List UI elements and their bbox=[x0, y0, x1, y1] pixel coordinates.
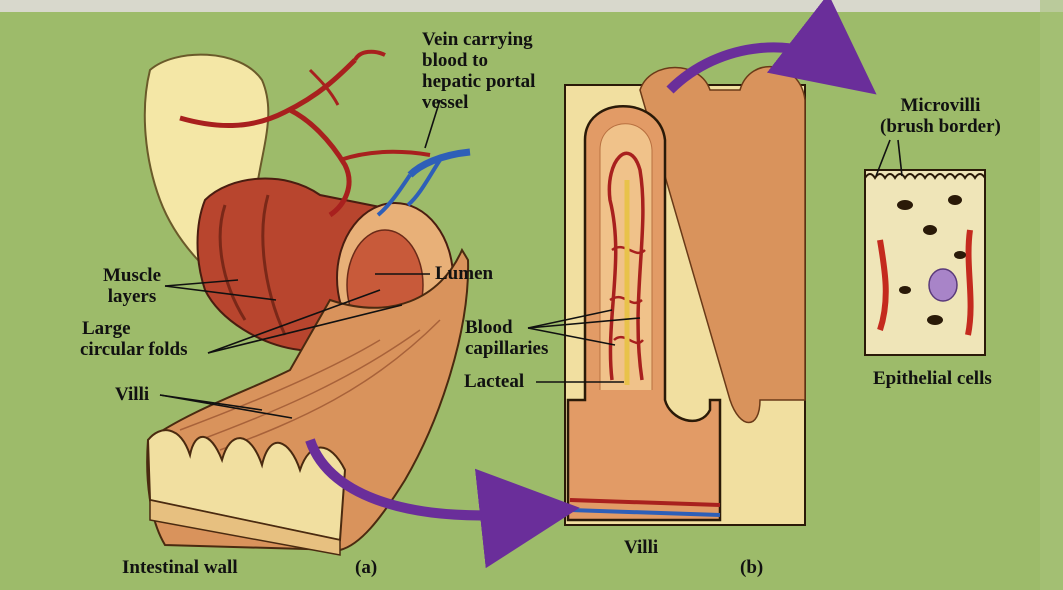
right-margin bbox=[1040, 0, 1063, 590]
large-circular-folds-label: Large circular folds bbox=[82, 318, 188, 360]
folds-label-line: Large bbox=[82, 318, 188, 339]
lumen-label: Lumen bbox=[435, 263, 493, 284]
villi-label-b: Villi bbox=[624, 537, 658, 558]
microvilli-label-line: Microvilli bbox=[880, 95, 1001, 116]
villus-block bbox=[565, 67, 805, 525]
vein-label-line: Vein carrying bbox=[422, 29, 535, 50]
organelle bbox=[927, 315, 943, 325]
intestinal-wall-label: Intestinal wall bbox=[122, 557, 238, 578]
vein-label-line: blood to bbox=[422, 50, 535, 71]
muscle-layers-line: Muscle bbox=[92, 265, 172, 286]
nucleus bbox=[929, 269, 957, 301]
vein-label: Vein carrying blood to hepatic portal ve… bbox=[422, 29, 535, 113]
capillaries-label-line: Blood bbox=[465, 317, 548, 338]
top-margin bbox=[0, 0, 1063, 12]
blood-capillaries-label: Blood capillaries bbox=[465, 317, 548, 359]
vein-label-line: hepatic portal bbox=[422, 71, 535, 92]
muscle-layers-line: layers bbox=[92, 286, 172, 307]
organelle bbox=[899, 286, 911, 294]
folds-label-line: circular folds bbox=[80, 339, 188, 360]
microvilli-label-line: (brush border) bbox=[880, 116, 1001, 137]
capillaries-label-line: capillaries bbox=[465, 338, 548, 359]
vein-label-line: vessel bbox=[422, 92, 535, 113]
muscle-layers-label: Muscle layers bbox=[92, 265, 172, 307]
epithelial-cells-panel bbox=[865, 140, 985, 355]
organelle bbox=[948, 195, 962, 205]
part-b-label: (b) bbox=[740, 557, 763, 578]
organelle bbox=[897, 200, 913, 210]
organelle bbox=[923, 225, 937, 235]
epithelial-cells-label: Epithelial cells bbox=[873, 368, 992, 389]
villi-label-a: Villi bbox=[115, 384, 149, 405]
part-a-label: (a) bbox=[355, 557, 377, 578]
lacteal-label: Lacteal bbox=[464, 371, 524, 392]
microvilli-label: Microvilli (brush border) bbox=[880, 95, 1001, 137]
organelle bbox=[954, 251, 966, 259]
cell-boundary-red bbox=[968, 230, 971, 335]
